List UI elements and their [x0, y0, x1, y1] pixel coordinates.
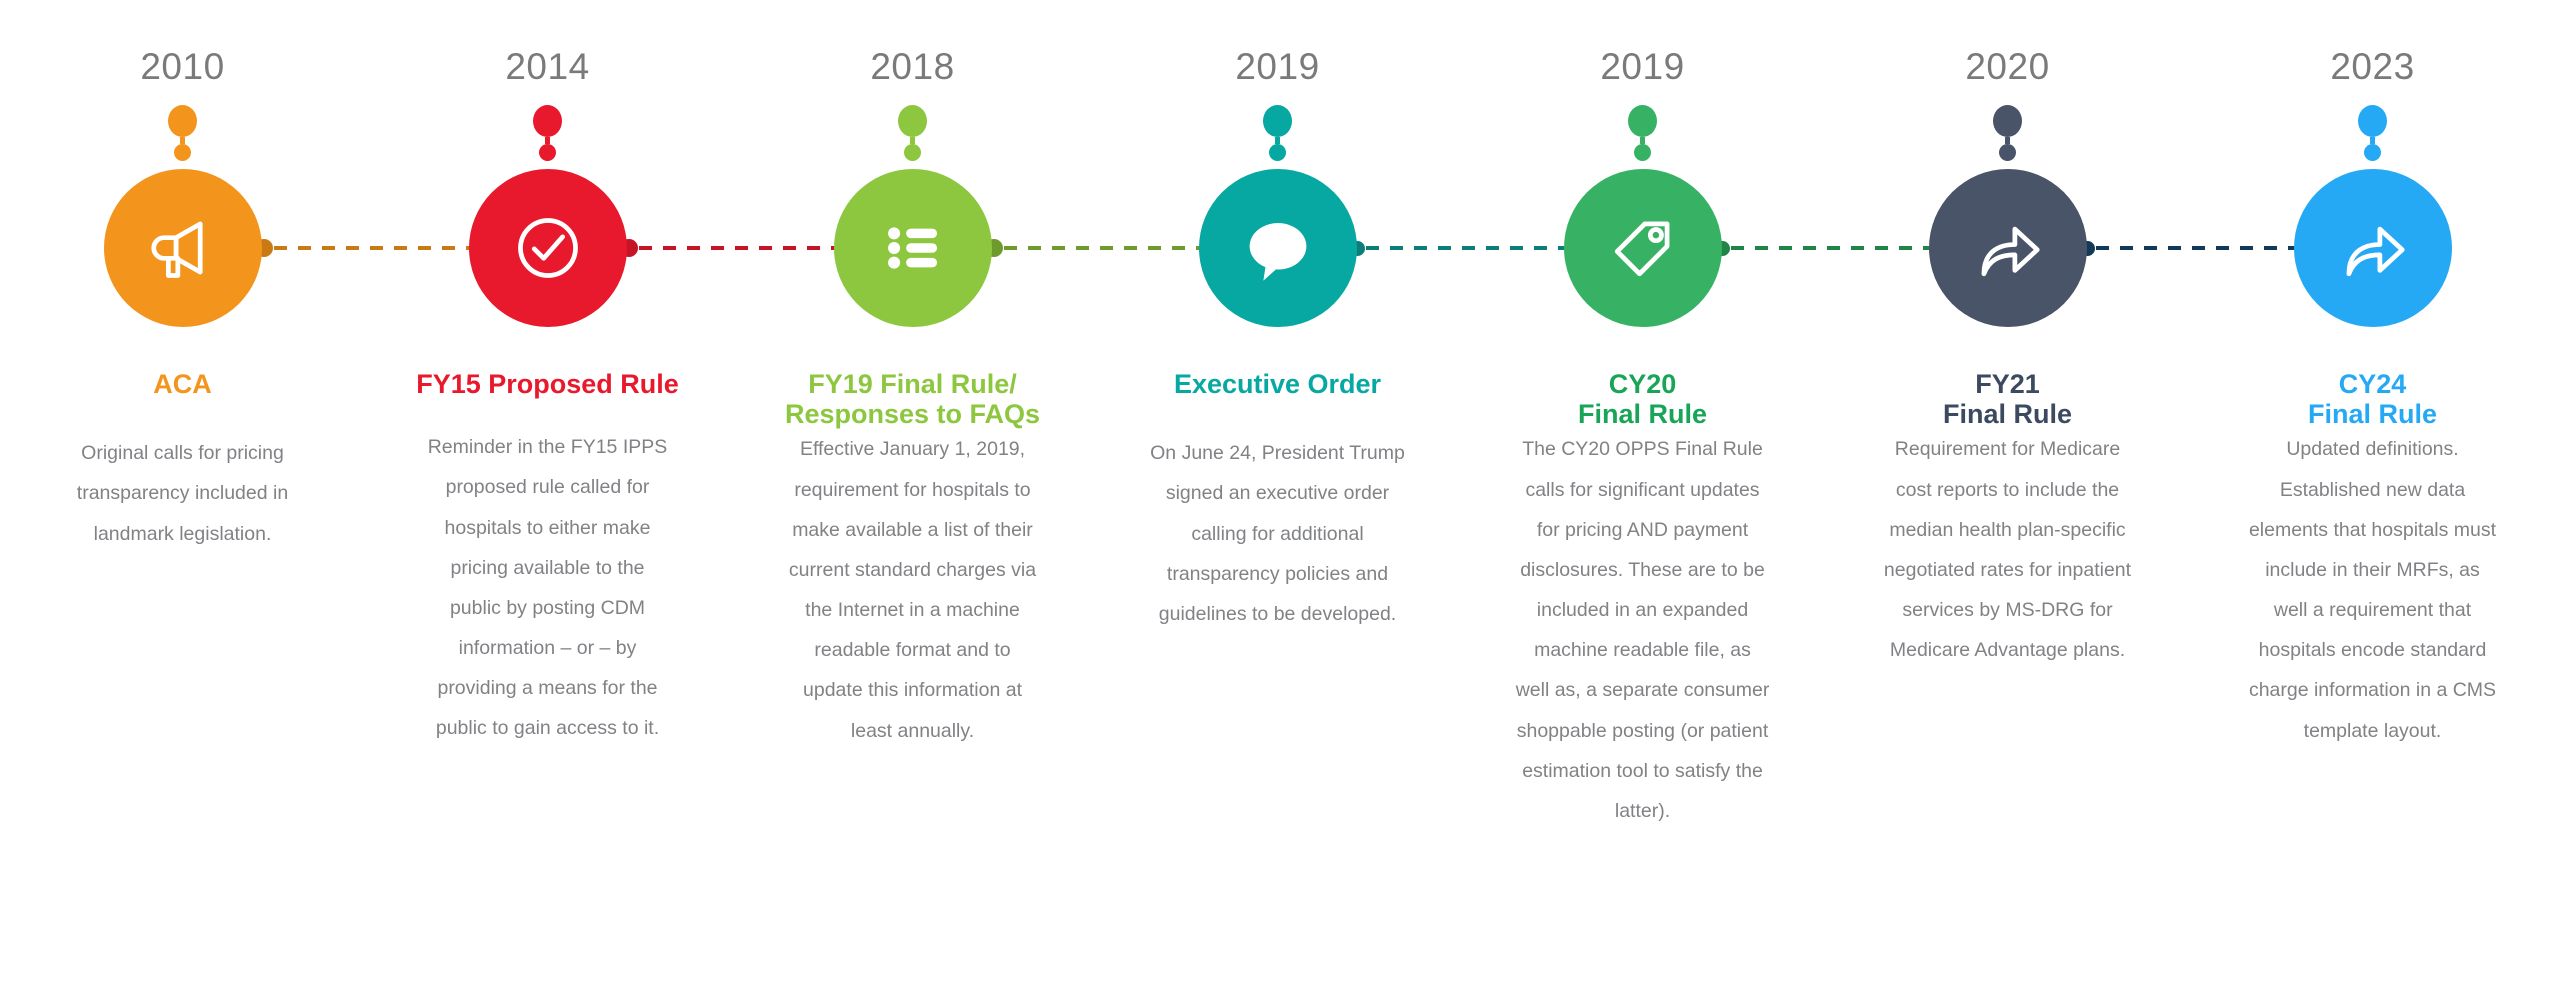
milestone-title: Executive Order — [1173, 369, 1382, 399]
milestone-title: FY15 Proposed Rule — [416, 369, 679, 399]
milestone-circle[interactable] — [1198, 169, 1357, 327]
connector-line — [1730, 246, 2061, 250]
pin-stem — [2370, 137, 2375, 144]
timeline-milestone: 2023 CY24 Final Rule Updated definitions… — [2190, 0, 2555, 751]
milestone-circle[interactable] — [103, 169, 262, 327]
milestone-circle[interactable] — [833, 169, 992, 327]
connector-line — [1365, 246, 1696, 250]
milestone-description: Requirement for Medicare cost reports to… — [1883, 438, 2132, 662]
pin-small-dot — [539, 144, 556, 161]
check-circle-icon — [505, 205, 591, 291]
timeline-milestone: 2014 FY15 Proposed Rule Remind — [365, 0, 985, 748]
pin-stem — [180, 137, 185, 144]
share-arrow-icon — [2330, 205, 2416, 291]
pin-marker — [1623, 105, 1663, 163]
timeline-milestone: 2019 Executive Order On June 2 — [1095, 0, 1715, 634]
milestone-title: CY24 Final Rule — [2307, 369, 2437, 430]
pin-large-dot — [1263, 105, 1292, 137]
milestone-description: Updated definitions. Established new dat… — [2248, 438, 2497, 742]
speech-bubble-icon — [1235, 205, 1321, 291]
list-icon — [870, 205, 956, 291]
milestone-description: The CY20 OPPS Final Rule calls for signi… — [1515, 438, 1770, 822]
share-arrow-icon — [1965, 205, 2051, 291]
pin-stem — [910, 137, 915, 144]
milestone-icon-area — [0, 163, 620, 333]
milestone-circle[interactable] — [1928, 169, 2087, 327]
connector-line — [273, 246, 601, 250]
pin-marker — [1258, 105, 1298, 163]
milestone-circle[interactable] — [1563, 169, 1722, 327]
timeline-milestone: 2010 ACA Original — [0, 0, 620, 554]
pin-small-dot — [2364, 144, 2381, 161]
pin-small-dot — [174, 144, 191, 161]
pin-stem — [1640, 137, 1645, 144]
pin-stem — [545, 137, 550, 144]
megaphone-icon — [140, 205, 226, 291]
pin-marker — [163, 105, 203, 163]
milestone-year: 2014 — [505, 46, 590, 87]
connector-line — [2095, 246, 2426, 250]
pin-large-dot — [533, 105, 562, 137]
milestone-year: 2020 — [1965, 46, 2050, 87]
timeline-milestone: 2020 FY21 Final Rule Requirement for Med… — [1825, 0, 2445, 670]
milestone-icon-area — [2190, 163, 2555, 333]
milestone-title: ACA — [153, 369, 212, 399]
pin-marker — [2353, 105, 2393, 163]
milestone-year: 2010 — [140, 46, 225, 87]
pin-large-dot — [1628, 105, 1657, 137]
milestone-icon-area — [730, 163, 1350, 333]
pin-stem — [2005, 137, 2010, 144]
milestone-icon-area — [1825, 163, 2445, 333]
milestone-description: Original calls for pricing transparency … — [76, 442, 289, 545]
pin-marker — [1988, 105, 2028, 163]
price-tag-icon — [1600, 205, 1686, 291]
milestone-year: 2018 — [870, 46, 955, 87]
milestone-title: FY19 Final Rule/ Responses to FAQs — [784, 369, 1041, 430]
pin-marker — [893, 105, 933, 163]
pin-large-dot — [2358, 105, 2387, 137]
milestone-description: On June 24, President Trump signed an ex… — [1150, 442, 1405, 625]
milestone-title: FY21 Final Rule — [1942, 369, 2072, 430]
milestone-description: Reminder in the FY15 IPPS proposed rule … — [427, 436, 668, 740]
connector-line — [1003, 246, 1331, 250]
pin-stem — [1275, 137, 1280, 144]
milestone-year: 2019 — [1600, 46, 1685, 87]
milestone-year: 2023 — [2330, 46, 2415, 87]
milestone-circle[interactable] — [468, 169, 627, 327]
pin-large-dot — [168, 105, 197, 137]
pin-small-dot — [1269, 144, 1286, 161]
pin-small-dot — [1999, 144, 2016, 161]
milestone-title: CY20 Final Rule — [1577, 369, 1707, 430]
pin-marker — [528, 105, 568, 163]
timeline-milestone: 2019 CY20 Final Rule The CY20 — [1460, 0, 2080, 831]
milestone-year: 2019 — [1235, 46, 1320, 87]
pin-small-dot — [1634, 144, 1651, 161]
connector-line — [638, 246, 966, 250]
pin-small-dot — [904, 144, 921, 161]
milestone-description: Effective January 1, 2019, requirement f… — [788, 438, 1037, 742]
pin-large-dot — [898, 105, 927, 137]
timeline-milestone: 2018 — [730, 0, 1350, 751]
pin-large-dot — [1993, 105, 2022, 137]
milestone-circle[interactable] — [2293, 169, 2452, 327]
